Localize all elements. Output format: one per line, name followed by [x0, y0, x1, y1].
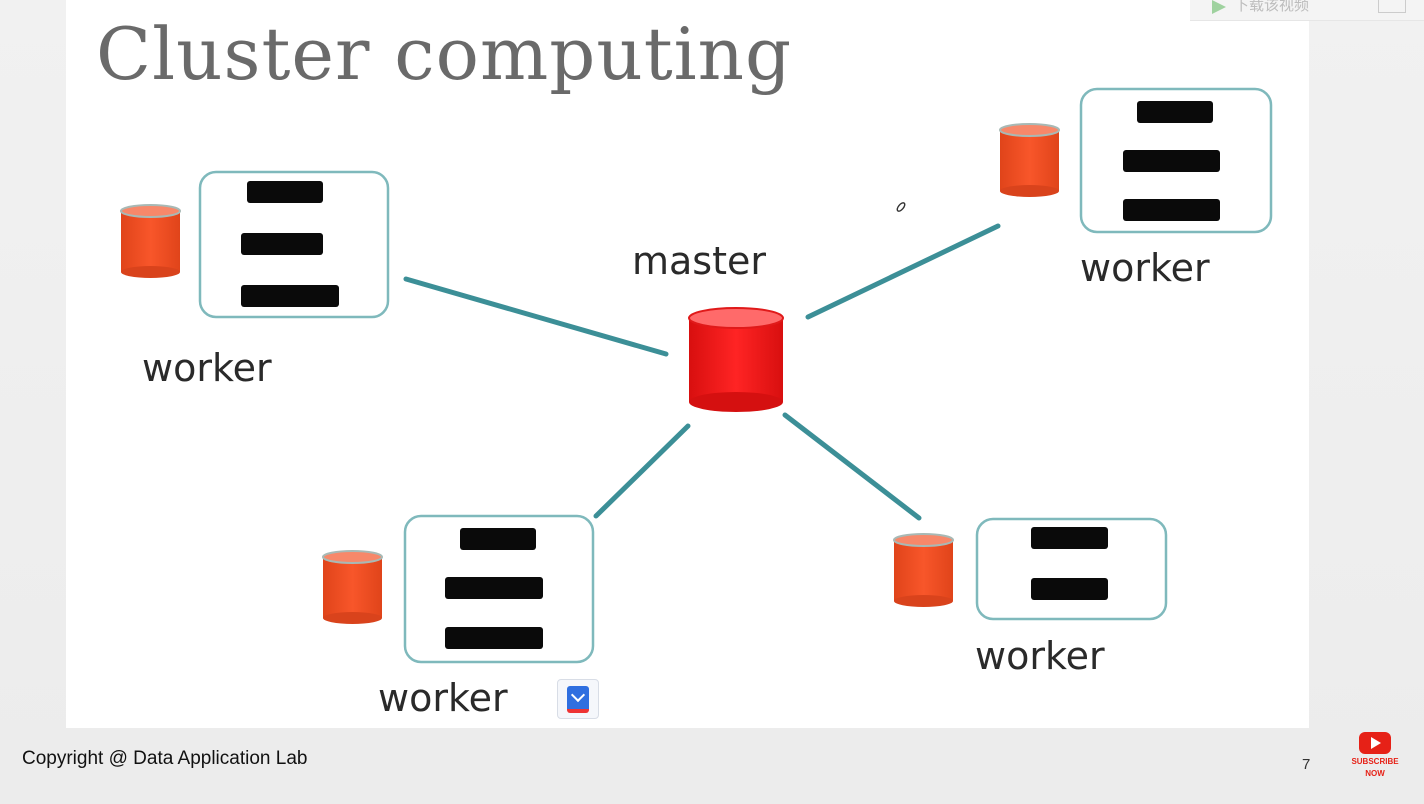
task-bar [1031, 527, 1108, 549]
bookmark-icon [567, 686, 589, 712]
database-icon [120, 204, 181, 278]
task-bar [1123, 199, 1220, 221]
connectors [403, 223, 1001, 521]
task-bar [1031, 578, 1108, 600]
worker-node-bottom-right [893, 517, 1168, 621]
window-control-icon[interactable] [1378, 0, 1406, 13]
master-label: master [632, 239, 767, 283]
worker-node-top-right [999, 87, 1273, 234]
worker-label-bottom-left: worker [378, 676, 508, 720]
database-icon [999, 123, 1060, 197]
footer-copyright: Copyright @ Data Application Lab [22, 748, 308, 769]
bookmark-button[interactable] [557, 679, 599, 719]
slide-title: Cluster computing [96, 12, 793, 96]
master-database-icon [688, 307, 784, 412]
connector-top-right [805, 223, 1001, 320]
worker-label-top-right: worker [1080, 246, 1210, 290]
worker-node-bottom-left [322, 514, 595, 664]
task-bar [247, 181, 323, 203]
youtube-subscribe-button[interactable]: SUBSCRIBE NOW [1348, 732, 1402, 778]
page-number: 7 [1302, 756, 1311, 773]
task-bar [445, 627, 543, 649]
download-video-label: 下载该视频 [1234, 0, 1310, 14]
subscribe-text: SUBSCRIBE [1351, 757, 1399, 766]
worker-node-top-left [120, 170, 390, 319]
pencil-cursor-icon [896, 202, 906, 212]
worker-label-top-left: worker [142, 346, 272, 390]
subscribe-now-text: NOW [1365, 769, 1385, 778]
download-video-widget[interactable]: 下载该视频 [1190, 0, 1424, 21]
task-bar [241, 233, 323, 255]
youtube-icon [1359, 732, 1391, 754]
task-bar [445, 577, 543, 599]
worker-box [975, 517, 1168, 621]
database-icon [893, 533, 954, 607]
play-icon [1212, 0, 1226, 14]
task-bar [460, 528, 536, 550]
connector-bottom-right [782, 412, 922, 521]
connector-bottom-left [593, 423, 691, 519]
task-bar [1137, 101, 1213, 123]
worker-label-bottom-right: worker [975, 634, 1105, 678]
task-bar [241, 285, 339, 307]
connector-top-left [403, 276, 669, 357]
database-icon [322, 550, 383, 624]
task-bar [1123, 150, 1220, 172]
